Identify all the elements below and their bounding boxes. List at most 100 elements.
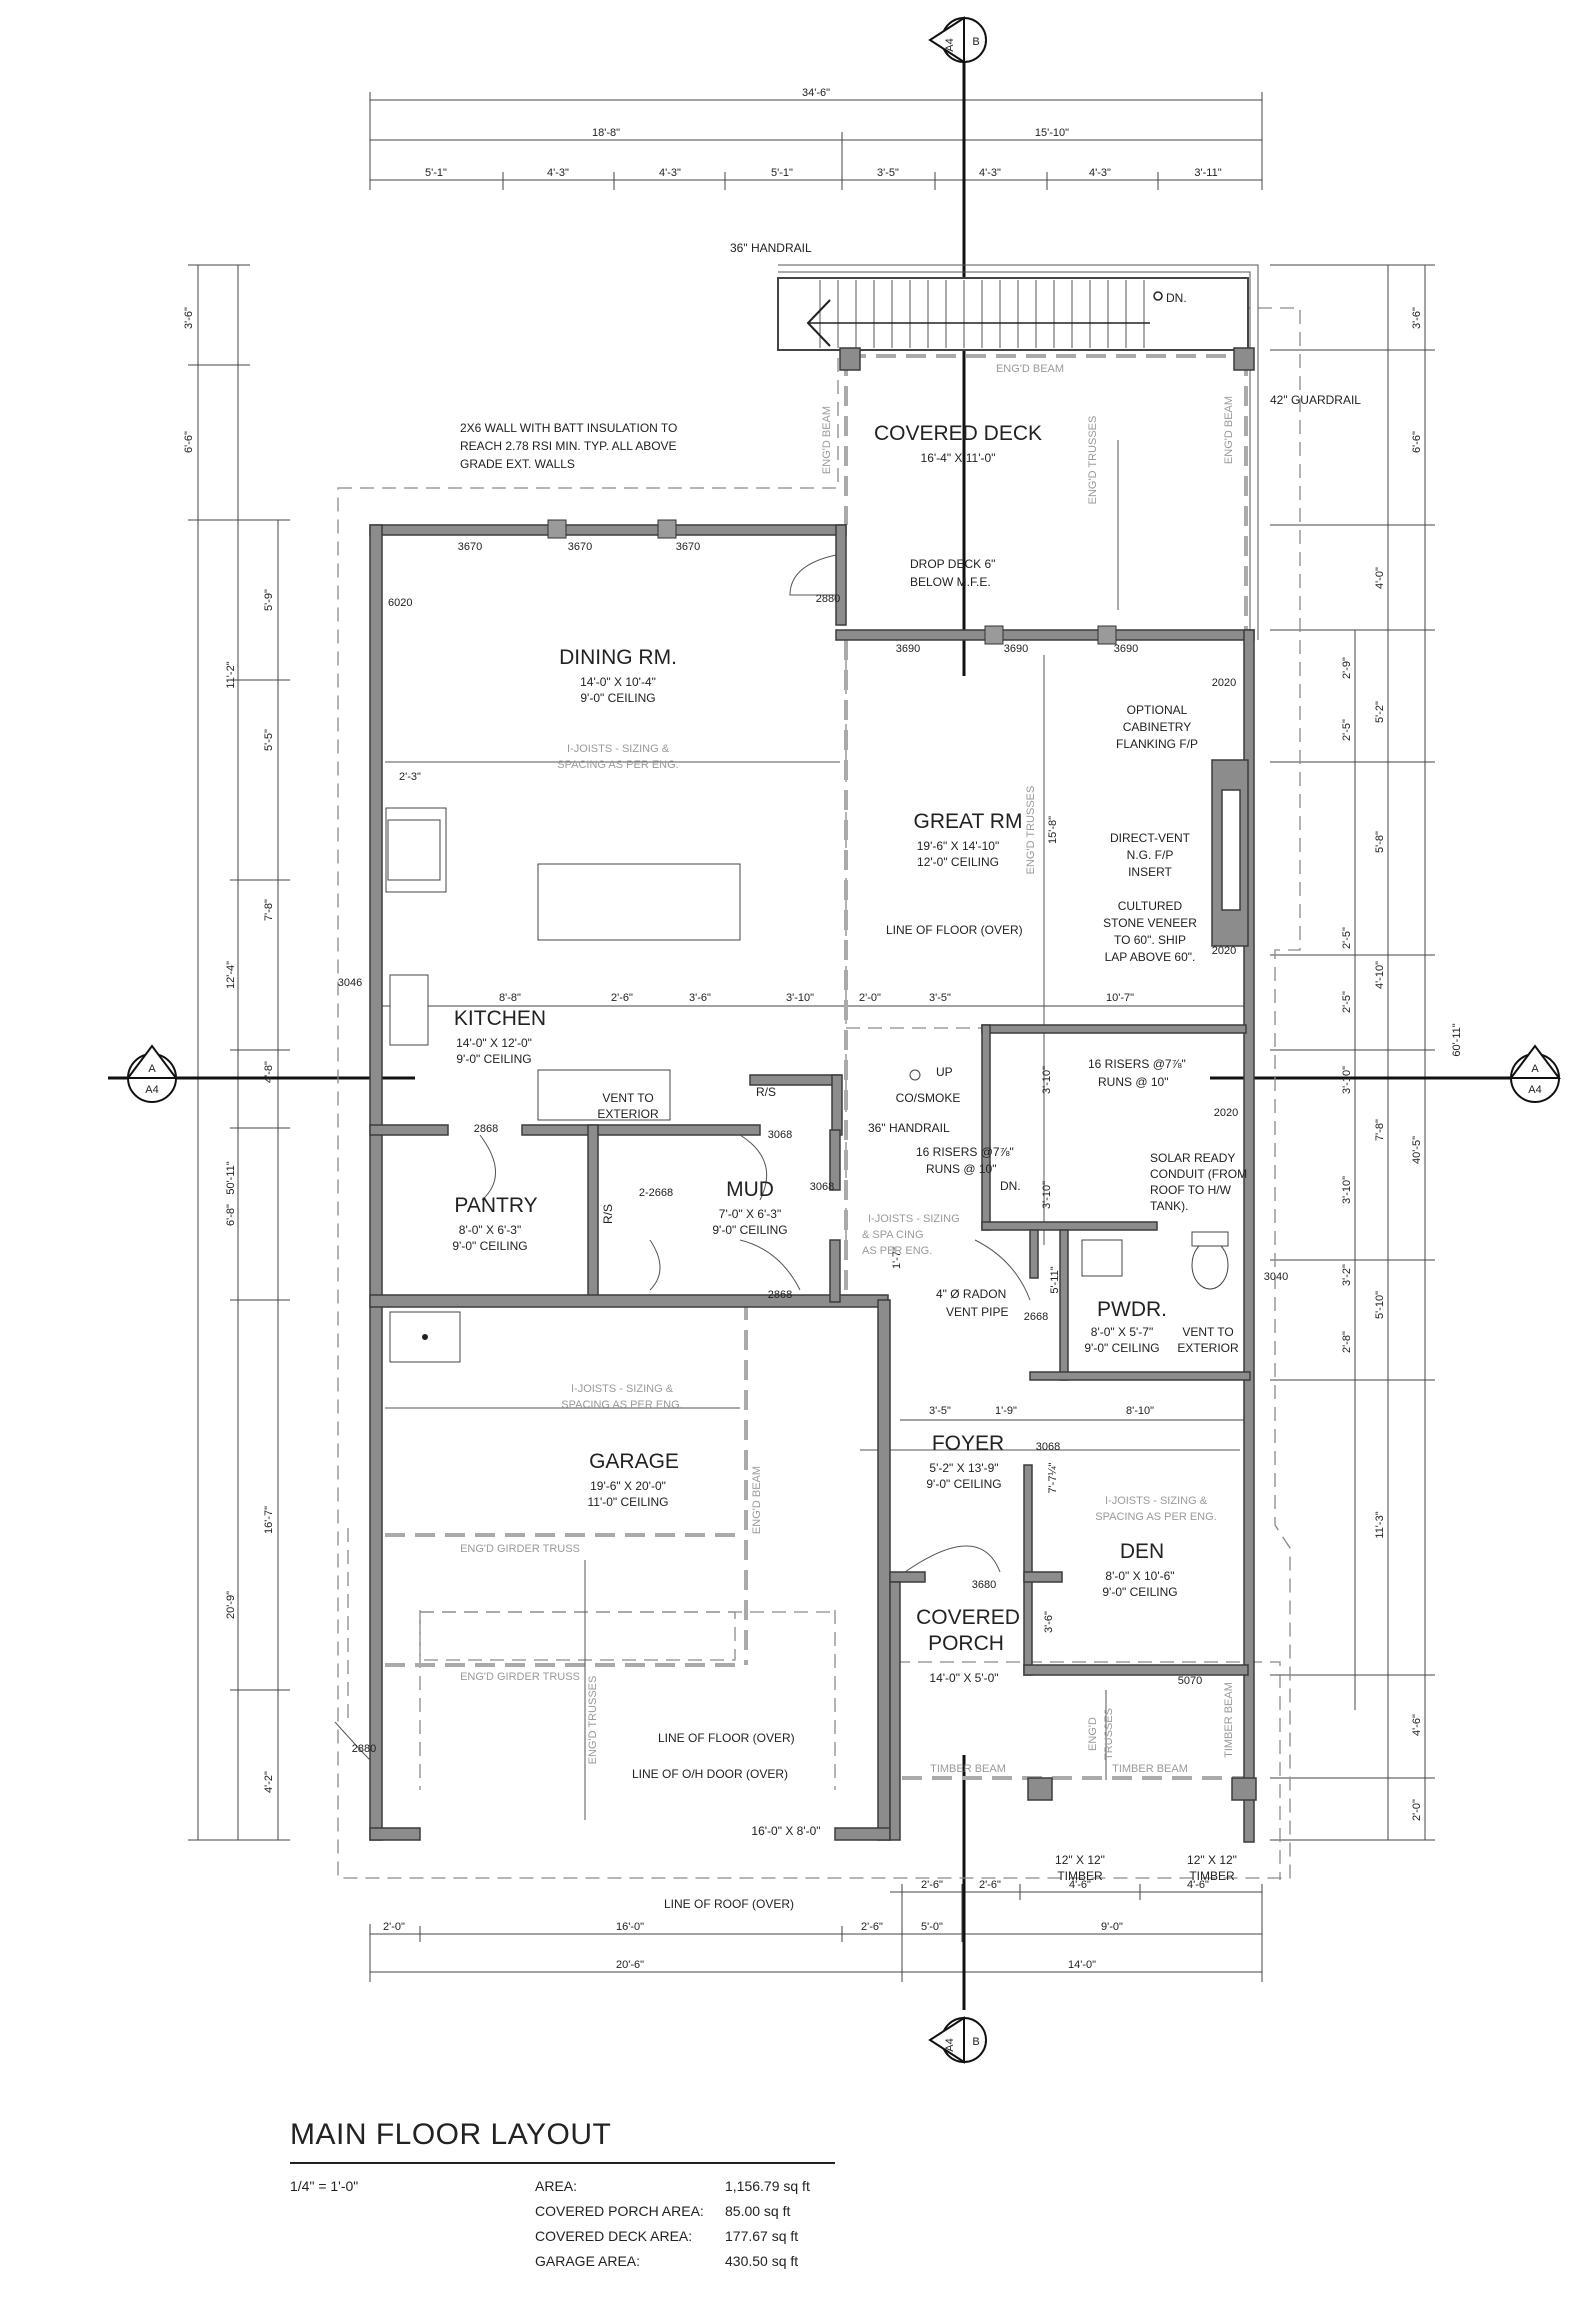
dim-text: 16'-0" [616, 1921, 644, 1933]
area-row: 1/4" = 1'-0" AREA: 1,156.79 sq ft [290, 2174, 890, 2199]
note: 36" HANDRAIL [868, 1121, 950, 1135]
window-tag: 3046 [338, 977, 362, 989]
title-rule [290, 2162, 835, 2164]
deck-stair [777, 277, 1249, 351]
area-label: AREA: [535, 2178, 578, 2194]
joist-label: & SPA CING [862, 1229, 924, 1241]
truss-label: ENG'D [1087, 1717, 1099, 1751]
section-marker-top [928, 16, 987, 64]
area-row: COVERED DECK AREA: 177.67 sq ft [290, 2224, 890, 2249]
section-b-sheet: A4 [944, 2038, 956, 2051]
note: R/S [756, 1085, 776, 1099]
area-value: 1,156.79 sq ft [725, 2178, 810, 2194]
room-ceiling: 9'-0" CEILING [712, 1223, 787, 1237]
dim-text: 7'-7¼" [1047, 1462, 1059, 1493]
room-name: COVERED [916, 1606, 1020, 1629]
note: CABINETRY [1123, 720, 1191, 734]
dim-text: 5'-0" [921, 1921, 943, 1933]
room-ceiling: 9'-0" CEILING [452, 1239, 527, 1253]
area-value: 177.67 sq ft [725, 2228, 799, 2244]
joist-label: AS PER ENG. [862, 1245, 932, 1257]
dim-text: 4'-0" [1374, 567, 1386, 589]
dim-text: 4'-3" [659, 167, 681, 179]
beam-label: ENG'D BEAM [1223, 396, 1235, 464]
note: EXTERIOR [597, 1107, 659, 1121]
room-size: 14'-0" X 10'-4" [580, 675, 656, 689]
note: 42" GUARDRAIL [1270, 393, 1361, 407]
room-ceiling: 9'-0" CEILING [1084, 1341, 1159, 1355]
dim-text: 3'-10" [1341, 1066, 1353, 1094]
dim-text: 3'-6" [183, 307, 195, 329]
note: LAP ABOVE 60". [1105, 950, 1196, 964]
dim-text: 4'-2" [263, 1771, 275, 1793]
dim-text: 5'-1" [425, 167, 447, 179]
room-size: 5'-2" X 13'-9" [929, 1461, 998, 1475]
dim-text: 7'-8" [1374, 1119, 1386, 1141]
dim-text: 4'-10" [1374, 961, 1386, 989]
section-marker-left [126, 1044, 178, 1103]
dim-text: 5'-5" [263, 729, 275, 751]
note: OPTIONAL [1127, 703, 1188, 717]
joist-label: I-JOISTS - SIZING & [1105, 1495, 1208, 1507]
note: ROOF TO H/W [1150, 1183, 1232, 1197]
dim-text: 14'-0" [1068, 1959, 1096, 1971]
dimension-lines [188, 92, 1435, 1982]
dim-text: 20'-6" [616, 1959, 644, 1971]
section-a-sheet: A4 [145, 1084, 158, 1096]
note: 16 RISERS @7⅞" [1088, 1057, 1186, 1071]
note: 2X6 WALL WITH BATT INSULATION TO [460, 421, 677, 435]
room-size: 8'-0" X 5'-7" [1091, 1325, 1153, 1339]
room-size: 8'-0" X 10'-6" [1105, 1569, 1174, 1583]
drawing-title: MAIN FLOOR LAYOUT [290, 2118, 612, 2151]
window-tag: 3670 [568, 541, 592, 553]
dim-text: 3'-5" [877, 167, 899, 179]
note: GRADE EXT. WALLS [460, 457, 575, 471]
room-name: GARAGE [589, 1450, 679, 1473]
dim-text: 5'-11" [1049, 1266, 1061, 1293]
note: INSERT [1128, 865, 1172, 879]
beams [385, 354, 1250, 1780]
beam-label: ENG'D BEAM [751, 1466, 763, 1534]
room-name: FOYER [932, 1432, 1004, 1455]
note: CONDUIT (FROM [1150, 1167, 1247, 1181]
beam-label: ENG'D BEAM [996, 363, 1064, 375]
note: BELOW M.F.E. [910, 575, 991, 589]
dim-text: 40'-5" [1411, 1136, 1423, 1164]
note: 12" X 12" [1187, 1853, 1237, 1867]
note: DIRECT-VENT [1110, 831, 1191, 845]
dim-text: 2'-5" [1341, 719, 1353, 741]
dim-text: 6'-6" [1411, 431, 1423, 453]
dim-text: 3'-11" [1194, 167, 1221, 179]
dim-text: 11'-2" [225, 661, 237, 688]
note: R/S [601, 1204, 615, 1224]
door-swings [334, 554, 1031, 1761]
dim-text: 4'-6" [1411, 1714, 1423, 1736]
dim-text: 15'-8" [1047, 816, 1059, 844]
note: TIMBER [1057, 1869, 1103, 1883]
door-tag: 3068 [810, 1181, 834, 1193]
door-tag: 2-2668 [639, 1187, 673, 1199]
door-tag: 2668 [1024, 1311, 1048, 1323]
room-size: 7'-0" X 6'-3" [719, 1207, 781, 1221]
note: UP [936, 1065, 953, 1079]
dim-text: 3'-10" [1041, 1181, 1053, 1209]
note: DN. [1000, 1179, 1021, 1193]
section-marker-bottom [928, 2016, 987, 2064]
note: STONE VENEER [1103, 916, 1197, 930]
dim-text: 3'-6" [1411, 307, 1423, 329]
window-tag: 3690 [1114, 643, 1138, 655]
note: TANK). [1150, 1199, 1188, 1213]
door-tag: 2880 [816, 593, 840, 605]
room-size: 14'-0" X 12'-0" [456, 1036, 532, 1050]
dim-text: 2'-5" [1341, 991, 1353, 1013]
room-size: 19'-6" X 14'-10" [917, 839, 999, 853]
door-tag: 2880 [352, 1743, 376, 1755]
room-ceiling: 9'-0" CEILING [1102, 1585, 1177, 1599]
note: 16'-0" X 8'-0" [751, 1824, 820, 1838]
door-tag: 3068 [768, 1129, 792, 1141]
note: CO/SMOKE [896, 1091, 961, 1105]
dim-text: 2'-9" [1341, 657, 1353, 679]
room-size: 16'-4" X 11'-0" [921, 451, 996, 465]
section-lines [108, 30, 1530, 2010]
